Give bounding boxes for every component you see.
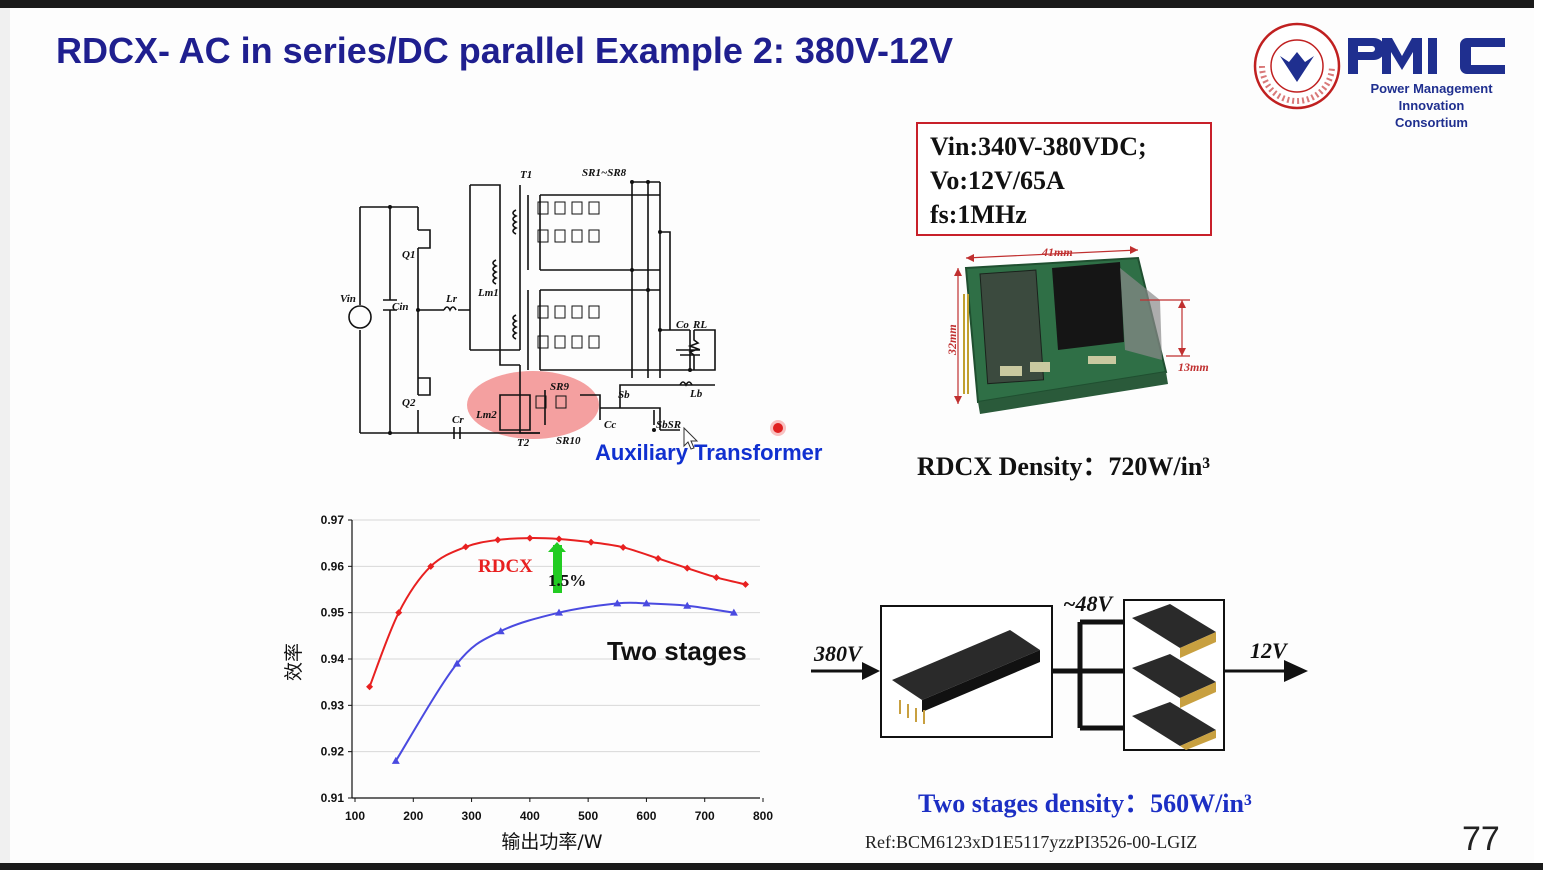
spec-fs: fs:1MHz	[930, 200, 1027, 229]
transformer-core	[1052, 262, 1124, 350]
x-tick-label: 200	[403, 809, 423, 823]
aux-transformer-label: Auxiliary Transformer	[595, 440, 823, 465]
chart-series	[366, 534, 750, 764]
logo-tagline: Power Management Innovation Consortium	[1364, 80, 1499, 131]
two-stages-density: Two stages density：560W/in³	[918, 789, 1252, 818]
page-number: 77	[1462, 820, 1500, 858]
improvement-annotation: 1.5%	[548, 571, 586, 590]
y-tick-label: 0.97	[321, 513, 345, 527]
y-axis-label: 效率	[283, 643, 305, 681]
label-lr: Lr	[445, 293, 458, 305]
spec-vin: Vin:340V-380VDC;	[930, 132, 1147, 161]
rdcx-density: RDCX Density：720W/in³	[917, 452, 1211, 481]
reference-citation: Ref:BCM6123xD1E5117yzzPI3526-00-LGIZ	[865, 832, 1198, 852]
logo-line1: Power Management	[1370, 81, 1493, 96]
data-point	[683, 601, 692, 609]
label-lm1: Lm1	[477, 287, 499, 299]
spec-box: Vin:340V-380VDC; Vo:12V/65A fs:1MHz	[916, 122, 1212, 236]
label-rl: RL	[692, 319, 707, 331]
label-cin: Cin	[392, 301, 409, 313]
gan-chip	[979, 269, 1045, 385]
data-point	[729, 608, 738, 616]
label-cc: Cc	[604, 419, 616, 431]
output-voltage-label: 12V	[1250, 638, 1289, 663]
bus-voltage-label: ~48V	[1063, 591, 1115, 616]
data-point	[496, 627, 505, 635]
x-tick-label: 700	[695, 809, 715, 823]
label-cr: Cr	[452, 414, 464, 426]
label-q1: Q1	[402, 249, 415, 261]
data-point	[391, 756, 400, 764]
dim-width: 41mm	[1041, 245, 1073, 259]
chart-axes: 0.91 0.92 0.93 0.94 0.95 0.96 0.97 100 200 300 400…	[321, 513, 774, 823]
series-label-rdcx: RDCX	[478, 556, 533, 577]
data-point	[742, 580, 750, 588]
label-co: Co	[676, 319, 689, 331]
y-tick-label: 0.92	[321, 745, 345, 759]
data-point	[366, 683, 374, 691]
y-tick-label: 0.96	[321, 559, 345, 573]
bottom-border	[0, 863, 1543, 870]
improvement-arrow-icon	[553, 545, 562, 593]
slide-canvas	[10, 8, 1534, 863]
data-point	[712, 573, 720, 581]
x-tick-label: 400	[520, 809, 540, 823]
y-tick-label: 0.95	[321, 606, 345, 620]
data-point	[453, 659, 461, 667]
y-tick-label: 0.93	[321, 698, 345, 712]
label-sbsr: SbSR	[656, 419, 681, 431]
laser-pointer-icon	[773, 423, 783, 433]
data-point	[587, 538, 595, 546]
y-tick-label: 0.91	[321, 791, 345, 805]
series-label-two-stages: Two stages	[607, 636, 747, 666]
data-point	[613, 599, 622, 607]
top-border	[0, 0, 1543, 8]
data-point	[494, 536, 502, 544]
y-tick-label: 0.94	[321, 652, 345, 666]
input-voltage-label: 380V	[813, 641, 864, 666]
dim-thickness: 13mm	[1178, 360, 1209, 374]
data-point	[555, 608, 563, 616]
label-sr10: SR10	[556, 435, 581, 447]
x-tick-label: 500	[578, 809, 598, 823]
spec-vo: Vo:12V/65A	[930, 166, 1065, 195]
x-tick-label: 100	[345, 809, 365, 823]
data-point	[462, 543, 470, 551]
dim-height: 32mm	[945, 324, 959, 356]
circuit-nodes	[388, 180, 692, 435]
data-point	[427, 562, 435, 570]
label-lm2: Lm2	[475, 409, 497, 421]
x-tick-label: 300	[462, 809, 482, 823]
label-sr1-8: SR1~SR8	[582, 167, 627, 179]
right-border	[1534, 0, 1543, 870]
bus-connection	[1052, 619, 1124, 731]
x-tick-label: 600	[636, 809, 656, 823]
label-lb: Lb	[689, 388, 703, 400]
label-t1: T1	[520, 169, 532, 181]
data-point	[555, 535, 563, 543]
logo-line2: Innovation Consortium	[1395, 98, 1468, 130]
label-t2: T2	[517, 437, 530, 449]
data-point	[619, 543, 627, 551]
data-point	[654, 554, 662, 562]
slide-title: RDCX- AC in series/DC parallel Example 2…	[56, 30, 954, 71]
label-sb: Sb	[618, 389, 630, 401]
data-point	[683, 564, 691, 572]
x-axis-label: 输出功率/W	[501, 831, 602, 853]
label-vin: Vin	[340, 293, 356, 305]
sr-switch-array	[535, 201, 600, 409]
data-point	[395, 609, 403, 617]
x-tick-label: 800	[753, 809, 773, 823]
label-q2: Q2	[402, 397, 416, 409]
pi-module-icons	[1132, 604, 1216, 750]
data-point	[526, 534, 534, 542]
data-point	[642, 599, 651, 607]
bcm-module-icon	[892, 630, 1040, 700]
label-sr9: SR9	[550, 381, 569, 393]
